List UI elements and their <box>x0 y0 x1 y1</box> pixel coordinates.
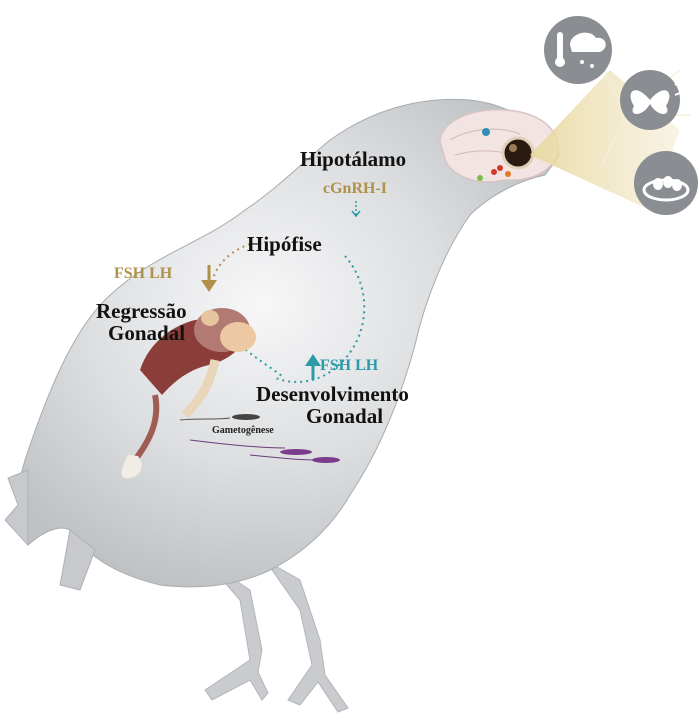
regression-label-line2: Gonadal <box>108 322 185 344</box>
pituitary-label: Hipófise <box>247 233 322 255</box>
blue-marker <box>482 128 490 136</box>
development-label-line1: Desenvolvimento <box>256 383 409 405</box>
butterfly-plant-icon <box>620 70 692 130</box>
bird-eye <box>503 138 533 168</box>
gametogenesis-label: Gametogênese <box>212 425 274 436</box>
fsh-lh-down-label: FSH LH <box>114 265 172 283</box>
fsh-lh-up-label: FSH LH <box>320 357 378 375</box>
hypothalamus-label: Hipotálamo <box>300 148 406 170</box>
development-label-line2: Gonadal <box>306 405 383 427</box>
weather-icon <box>544 16 612 84</box>
gnrh-label: cGnRH-I <box>323 180 387 198</box>
regression-label-line1: Regressão <box>96 300 187 322</box>
nest-eggs-icon <box>634 151 698 215</box>
